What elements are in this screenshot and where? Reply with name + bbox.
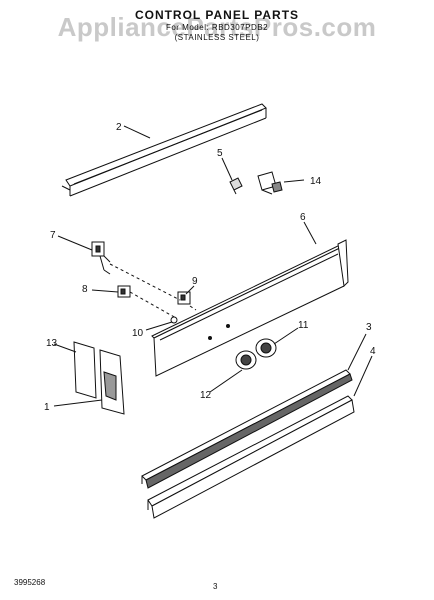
part-6-control-panel bbox=[151, 239, 349, 377]
part-8-connector bbox=[117, 285, 131, 298]
part-12-knob bbox=[235, 350, 257, 370]
callout-14: 14 bbox=[310, 176, 322, 187]
callout-1: 1 bbox=[44, 402, 50, 413]
callout-8: 8 bbox=[82, 284, 88, 295]
part-1-end-cap bbox=[99, 349, 125, 415]
callout-9: 9 bbox=[192, 276, 198, 287]
part-7-switch bbox=[91, 241, 111, 275]
part-13-side-panel bbox=[73, 341, 97, 399]
part-3-lower-trim bbox=[141, 369, 353, 489]
callout-3: 3 bbox=[366, 322, 372, 333]
callout-12: 12 bbox=[200, 390, 212, 401]
document-code: 3995268 bbox=[14, 578, 46, 587]
page-number: 3 bbox=[213, 582, 218, 591]
callout-7: 7 bbox=[50, 230, 56, 241]
model-line: For Model: RBD307PDB2 bbox=[165, 23, 269, 32]
part-2-top-rail bbox=[61, 103, 267, 197]
callout-2: 2 bbox=[116, 122, 122, 133]
part-4-bottom-trim bbox=[147, 395, 355, 519]
page-title: CONTROL PANEL PARTS bbox=[134, 8, 300, 22]
callout-5: 5 bbox=[217, 148, 223, 159]
page-header: AppliancePartsPros.com CONTROL PANEL PAR… bbox=[0, 8, 434, 43]
part-14-bracket bbox=[257, 171, 283, 195]
callout-13: 13 bbox=[46, 338, 58, 349]
callout-11: 11 bbox=[298, 320, 309, 331]
part-5-clip bbox=[229, 177, 243, 195]
callout-4: 4 bbox=[370, 346, 376, 357]
callout-10: 10 bbox=[132, 328, 144, 339]
finish-line: (STAINLESS STEEL) bbox=[174, 33, 260, 42]
watermark-text: AppliancePartsPros.com bbox=[57, 12, 377, 42]
callout-6: 6 bbox=[300, 212, 306, 223]
callout-labels: 1 2 3 4 5 6 7 8 9 10 11 12 13 14 bbox=[44, 122, 376, 413]
part-11-knob bbox=[255, 338, 277, 358]
part-9-block bbox=[177, 291, 191, 305]
